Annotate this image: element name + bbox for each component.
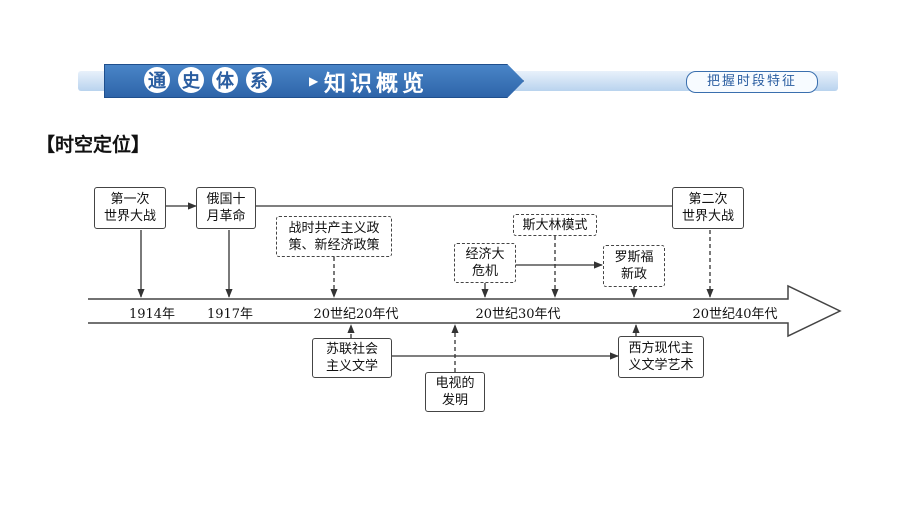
node-war-communism: 战时共产主义政 策、新经济政策 bbox=[276, 216, 392, 257]
node-ww1: 第一次 世界大战 bbox=[94, 187, 166, 229]
timeline-label: 20世纪20年代 bbox=[313, 307, 399, 322]
timeline-label: 1917年 bbox=[206, 307, 254, 322]
header-banner: 通 史 体 系 ▶ 知识概览 把握时段特征 bbox=[78, 64, 838, 98]
timeline-label: 1914年 bbox=[128, 307, 176, 322]
banner-title: 知识概览 bbox=[324, 72, 429, 97]
node-soviet-literature: 苏联社会 主义文学 bbox=[312, 338, 392, 378]
node-western-modernism: 西方现代主 义文学艺术 bbox=[618, 336, 704, 378]
banner-char: 系 bbox=[246, 67, 272, 93]
triangle-icon: ▶ bbox=[309, 74, 319, 88]
node-october-revolution: 俄国十 月革命 bbox=[196, 187, 256, 229]
banner-tag: 把握时段特征 bbox=[686, 71, 818, 93]
node-tv-invention: 电视的 发明 bbox=[425, 372, 485, 412]
banner-char: 史 bbox=[178, 67, 204, 93]
node-great-depression: 经济大 危机 bbox=[454, 243, 516, 283]
section-title: 【时空定位】 bbox=[36, 134, 151, 156]
banner-char: 通 bbox=[144, 67, 170, 93]
timeline-label: 20世纪30年代 bbox=[475, 307, 561, 322]
banner-circle-chars: 通 史 体 系 bbox=[144, 67, 272, 93]
node-new-deal: 罗斯福 新政 bbox=[603, 245, 665, 287]
node-ww2: 第二次 世界大战 bbox=[672, 187, 744, 229]
banner-char: 体 bbox=[212, 67, 238, 93]
timeline-arrow bbox=[88, 284, 842, 338]
timeline-label: 20世纪40年代 bbox=[692, 307, 778, 322]
node-stalin-model: 斯大林模式 bbox=[513, 214, 597, 236]
banner-title-block: 通 史 体 系 ▶ 知识概览 bbox=[104, 64, 524, 98]
